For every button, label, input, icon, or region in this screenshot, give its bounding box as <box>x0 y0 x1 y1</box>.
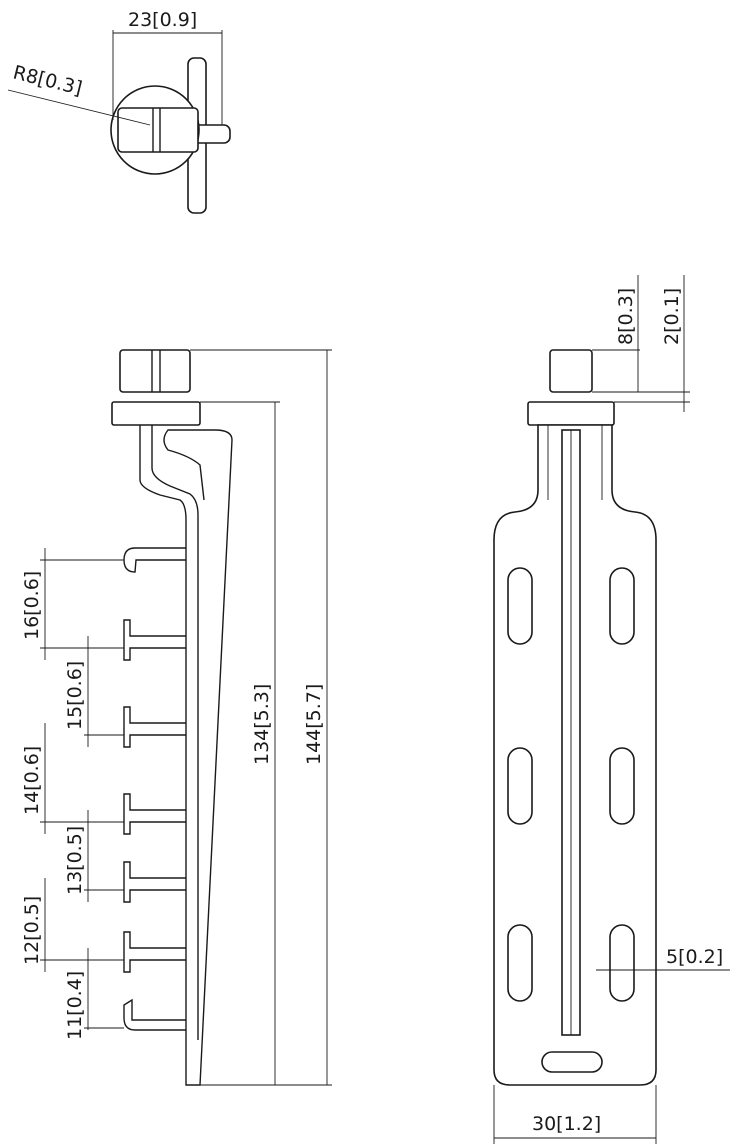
width-dim-label: 23[0.9] <box>128 9 197 31</box>
front-view: 8[0.3] 2[0.1] 5[0.2] 30[1.2] <box>493 275 730 1144</box>
plate-width-label: 30[1.2] <box>532 1113 601 1135</box>
hook-spacing-label: 12[0.5] <box>21 896 43 965</box>
overall-height-label: 144[5.7] <box>303 684 325 765</box>
top-view: 23[0.9] R8[0.3] <box>7 9 231 214</box>
slot-width-label: 5[0.2] <box>666 946 723 968</box>
radius-dim-label: R8[0.3] <box>11 62 85 100</box>
hook-spacing-dims: 16[0.6] 15[0.6] 14[0.6] 13[0.5] 12[0.5] … <box>21 548 124 1040</box>
hook-spacing-label: 13[0.5] <box>64 826 86 895</box>
hooks <box>123 547 186 1031</box>
hook-spacing-label: 16[0.6] <box>21 571 43 640</box>
knob-height-label: 8[0.3] <box>615 288 637 345</box>
body-height-label: 134[5.3] <box>251 684 273 765</box>
hook-spacing-label: 14[0.6] <box>21 746 43 815</box>
side-view: 144[5.7] 134[5.3] 16[0.6] 15[0.6] 14[0.6… <box>21 349 332 1086</box>
hook-spacing-label: 11[0.4] <box>64 971 86 1040</box>
hook-spacing-label: 15[0.6] <box>64 661 86 730</box>
mounting-slots <box>507 567 635 1073</box>
collar-offset-label: 2[0.1] <box>661 288 683 345</box>
